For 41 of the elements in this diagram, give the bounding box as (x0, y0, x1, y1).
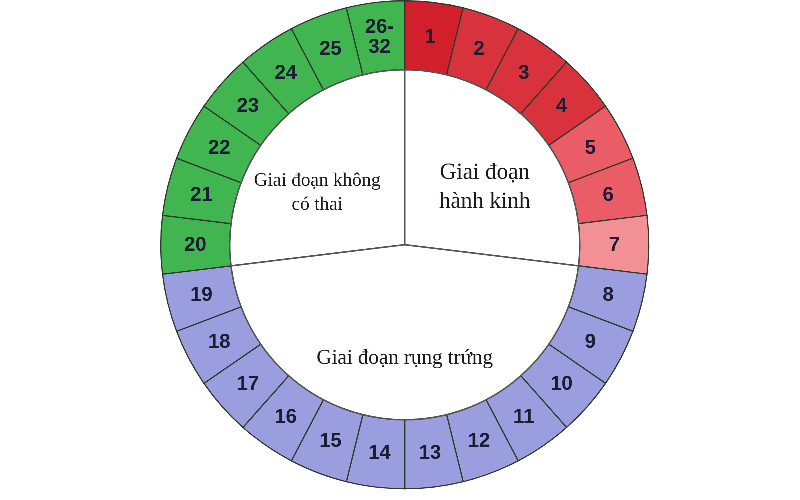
ring-segment (578, 215, 650, 276)
ring-segment (486, 28, 568, 115)
day-number: 13 (419, 442, 442, 463)
day-number: 10 (550, 374, 573, 394)
day-number: 20 (184, 235, 207, 255)
day-number: 17 (237, 374, 260, 394)
ring-segment (568, 158, 648, 224)
ring-segment (568, 266, 648, 332)
day-number: 26-32 (364, 17, 396, 58)
day-number: 25 (320, 39, 342, 60)
day-number: 6 (602, 184, 614, 205)
day-number: 5 (584, 138, 596, 158)
phase-label: Giai đoạn hành kinh (438, 158, 532, 215)
day-number: 24 (274, 62, 298, 83)
day-number: 8 (602, 285, 614, 306)
day-number: 16 (274, 407, 298, 428)
day-number: 23 (237, 96, 260, 116)
ring-segment (346, 414, 406, 490)
day-number: 12 (468, 430, 490, 451)
ring-segment (404, 0, 464, 76)
day-number: 21 (190, 184, 213, 205)
day-number: 14 (368, 442, 391, 463)
ring-segment (446, 8, 519, 91)
ring-segment (346, 0, 406, 76)
phase-label: Giai đoạn rụng trứng (316, 344, 494, 370)
ring-segment (404, 414, 464, 490)
day-number: 11 (513, 407, 535, 428)
day-number: 15 (320, 430, 342, 451)
day-number: 18 (208, 332, 231, 352)
day-number: 3 (518, 62, 530, 83)
phase-label: Giai đoạn không có thai (253, 169, 382, 217)
day-number: 22 (208, 138, 231, 158)
ring-segment (162, 158, 242, 224)
day-number: 4 (556, 96, 568, 116)
day-number: 9 (584, 332, 596, 352)
day-number: 1 (424, 27, 436, 48)
day-number: 2 (474, 39, 485, 60)
day-number: 19 (190, 285, 213, 306)
ring-segment (162, 266, 242, 332)
day-number: 7 (608, 235, 620, 255)
ring-segment (160, 215, 232, 276)
